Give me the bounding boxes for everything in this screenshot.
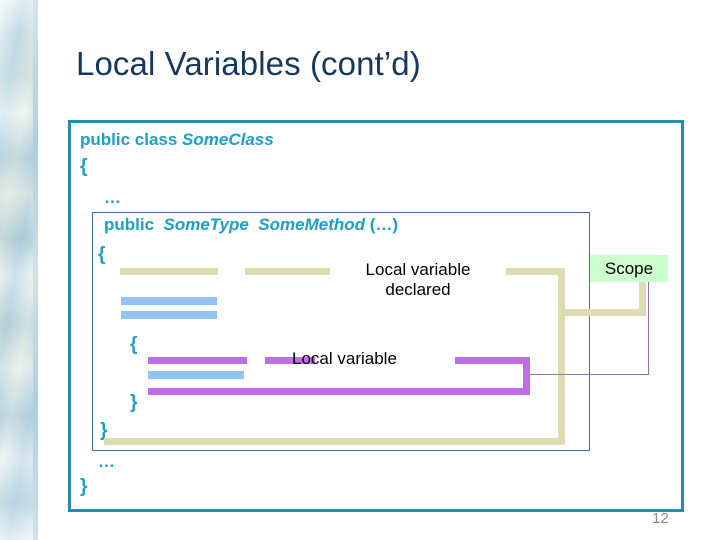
blue-statement-bar-1	[121, 297, 217, 305]
code-line-method-signature: public SomeType SomeMethod (…)	[104, 215, 398, 235]
code-identifier-someclass: SomeClass	[182, 130, 274, 149]
page-number: 12	[652, 510, 669, 527]
decorative-left-band-edge	[33, 0, 38, 540]
code-identifier-sometype: SomeType	[163, 215, 249, 234]
purple-connector-vertical-trunk	[523, 357, 530, 395]
code-spacer	[249, 215, 258, 234]
annotation-local-variable-declared: Local variable declared	[365, 260, 471, 299]
tan-connector-left-stub	[245, 268, 330, 275]
code-inner-block-close-brace: }	[130, 392, 138, 413]
blue-statement-bar-2	[121, 311, 217, 319]
code-method-open-brace: {	[98, 244, 106, 265]
tan-connector-vertical-trunk	[558, 268, 565, 445]
annotation-local-variable: Local variable	[292, 349, 397, 368]
purple-connector-bottom-horizontal	[148, 388, 530, 395]
purple-highlight-declaration	[148, 357, 247, 364]
decorative-left-band	[0, 0, 38, 540]
purple-connector-left-stub	[265, 357, 315, 364]
code-line-class-declaration: public class SomeClass	[80, 130, 274, 150]
code-class-close-brace: }	[80, 476, 88, 497]
scope-callout-label: Scope	[590, 255, 668, 282]
page-title: Local Variables (cont’d)	[76, 45, 421, 82]
tan-connector-bottom-horizontal	[104, 438, 565, 445]
inner-method-frame	[92, 212, 590, 451]
tan-highlight-declaration	[120, 268, 218, 275]
thin-purple-line-horizontal	[530, 374, 649, 375]
tan-connector-right-stub	[506, 268, 564, 275]
code-class-open-brace: {	[80, 156, 88, 177]
thin-purple-line-vertical	[648, 282, 649, 375]
code-identifier-somemethod: SomeMethod	[258, 215, 366, 234]
code-method-close-brace: }	[100, 420, 108, 441]
blue-statement-bar-3	[148, 371, 244, 379]
purple-connector-right-stub	[455, 357, 530, 364]
code-keyword-public-class: public class	[80, 130, 183, 149]
outer-code-frame	[68, 120, 684, 512]
code-ellipsis-bottom: …	[98, 452, 117, 471]
code-ellipsis-top: …	[104, 188, 123, 207]
code-method-args: (…)	[365, 215, 399, 234]
tan-connector-scope-branch-vertical	[639, 282, 646, 315]
code-keyword-public: public	[104, 215, 164, 234]
tan-connector-scope-branch-horizontal	[558, 309, 646, 316]
code-inner-block-open-brace: {	[130, 334, 138, 355]
